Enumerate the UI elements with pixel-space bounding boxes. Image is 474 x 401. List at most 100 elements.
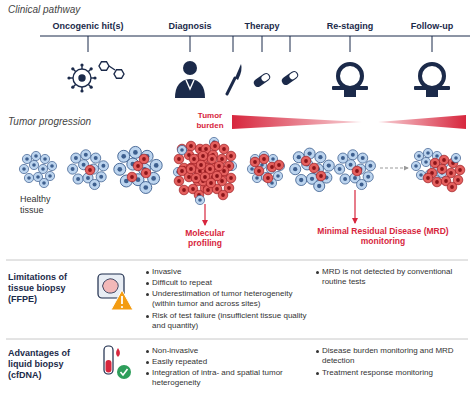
tumor-progression-part xyxy=(139,154,149,164)
timeline-part xyxy=(432,36,433,52)
tumor-progression-part xyxy=(301,156,311,166)
virus-icon-part-part xyxy=(90,86,93,89)
liquid-biopsy-icon-part xyxy=(106,360,112,373)
bullet-dot xyxy=(146,372,149,375)
bullet-text: Invasive xyxy=(152,267,312,277)
stage-label: Therapy xyxy=(217,21,307,32)
tumor-progression-part xyxy=(316,171,326,181)
bullet-text: Disease burden monitoring and MRD detect… xyxy=(322,346,464,365)
row-header: Advantages of liquid biopsy (cfDNA) xyxy=(8,348,88,380)
stage-label: Oncogenic hit(s) xyxy=(43,21,133,32)
doctor-icon xyxy=(175,61,205,98)
pill-icon xyxy=(280,70,299,87)
tumor-progression-part xyxy=(274,160,284,170)
virus-icon-part-part xyxy=(80,89,83,92)
timeline-part xyxy=(262,36,263,52)
scanner-icon-part xyxy=(332,86,368,90)
liquid-biopsy-icon-part xyxy=(121,369,128,375)
virus-icon-part xyxy=(67,63,96,92)
tumor-progression-part xyxy=(423,173,433,183)
bullet-text: Integration of intra- and spatial tumor … xyxy=(152,368,312,387)
row-separator xyxy=(6,260,468,261)
profiling-arrow xyxy=(204,204,205,225)
bullet-dot xyxy=(316,271,319,274)
timeline-part xyxy=(233,36,234,52)
bullet-text: Difficult to repeat xyxy=(152,278,312,288)
bullet-dot xyxy=(146,350,149,353)
timeline-part xyxy=(88,36,89,52)
section-label: Tumor progression xyxy=(8,116,138,128)
burden-wedge xyxy=(232,115,362,129)
bullet-dot xyxy=(316,350,319,353)
bullet-dot xyxy=(146,271,149,274)
tumor-progression-part xyxy=(141,168,151,178)
row-header: Limitations of tissue biopsy (FFPE) xyxy=(8,272,88,304)
tumor-progression-part xyxy=(127,172,137,182)
tumor-progression-part xyxy=(380,168,408,169)
scanner-icon xyxy=(332,64,368,97)
tumor-progression-part xyxy=(352,166,362,176)
warning-icon-part xyxy=(121,296,123,304)
timeline-part xyxy=(190,36,191,52)
warning-icon-part xyxy=(121,306,123,308)
scanner-icon-part xyxy=(338,64,362,88)
scalpel-icon-part xyxy=(227,78,235,94)
tumor-progression-part xyxy=(186,151,224,188)
bullet-dot xyxy=(316,372,319,375)
virus-icon-part xyxy=(99,62,109,71)
scalpel-icon-part xyxy=(235,64,242,80)
virus-icon-part-part xyxy=(80,63,83,66)
timeline-part xyxy=(40,36,470,37)
bullet-text: Treatment response monitoring xyxy=(322,368,464,378)
tumor-progression-part xyxy=(19,151,56,187)
virus-icon-part xyxy=(79,75,85,81)
bullet-dot xyxy=(146,293,149,296)
tumor-progression-part xyxy=(335,150,376,190)
liquid-biopsy-icon xyxy=(104,346,131,379)
warning-icon xyxy=(98,274,133,310)
scanner-icon-part xyxy=(426,90,438,97)
liquid-biopsy-icon-part xyxy=(117,365,131,379)
virus-icon-part-part xyxy=(71,86,74,89)
tumor-progression-part xyxy=(195,195,204,204)
tumor-progression-part xyxy=(254,166,264,176)
burden-wedge xyxy=(378,115,466,129)
liquid-biopsy-icon-part xyxy=(104,346,113,374)
tumor-progression-part xyxy=(451,153,460,162)
doctor-icon-part xyxy=(175,79,205,98)
bullet-text: Risk of test failure (insufficient tissu… xyxy=(152,311,312,330)
tumor-progression-part xyxy=(85,165,95,175)
stage-label: Diagnosis xyxy=(145,21,235,32)
tumor-progression-part xyxy=(290,148,335,191)
tumor-progression-part xyxy=(177,145,186,154)
mrd-arrow xyxy=(354,190,355,223)
virus-icon-part-part xyxy=(93,76,96,79)
timeline-part xyxy=(290,36,291,52)
timeline xyxy=(40,36,470,52)
bullet-dot xyxy=(146,315,149,318)
pill-icon-part xyxy=(260,73,270,83)
doctor-icon-part xyxy=(186,80,194,89)
timeline-part xyxy=(350,36,351,52)
virus-icon-part-part xyxy=(71,67,74,70)
section-label: Clinical pathway xyxy=(8,4,138,16)
tumor-progression-part xyxy=(309,163,319,173)
warning-icon-part xyxy=(111,290,133,310)
stage-label: Follow-up xyxy=(392,21,472,32)
doctor-icon-part xyxy=(183,61,197,75)
bullet-dot xyxy=(146,361,149,364)
scanner-icon-part xyxy=(344,90,356,97)
scanner-icon xyxy=(414,64,450,97)
scalpel-icon xyxy=(227,64,242,94)
bullet-text: MRD is not detected by conventional rout… xyxy=(322,267,464,286)
tumor-progression-part xyxy=(114,146,162,193)
tumor-progression-part xyxy=(247,151,284,187)
liquid-biopsy-icon-part xyxy=(116,348,120,357)
bullet-text: Non-invasive xyxy=(152,346,312,356)
virus-icon-part xyxy=(114,70,124,79)
tumor-progression xyxy=(19,137,464,204)
tumor-progression-part xyxy=(68,150,109,190)
